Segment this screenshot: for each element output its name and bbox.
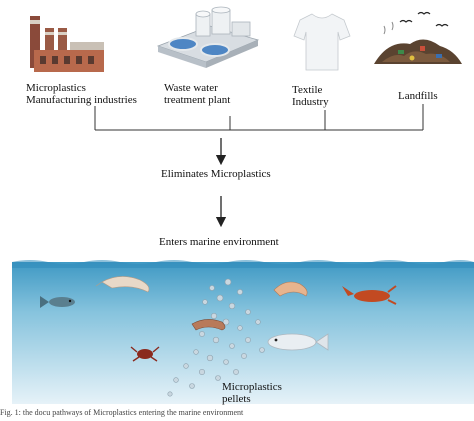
source-label-textile-line1: Textile — [292, 84, 323, 96]
treatment-plant-icon — [156, 6, 260, 68]
ocean — [12, 262, 474, 404]
shrimp-top-icon — [95, 276, 150, 293]
source-label-textile: Textile Industry — [292, 84, 329, 108]
shrimp-right-icon — [273, 281, 308, 297]
source-label-treatment-line1: Waste water — [164, 82, 218, 94]
source-label-manufacturing-line1: Microplastics — [26, 82, 86, 94]
source-label-manufacturing: Microplastics Manufacturing industries — [26, 82, 137, 106]
flow-step-eliminates: Eliminates Microplastics — [161, 168, 271, 180]
source-label-landfills: Landfills — [398, 90, 438, 102]
factory-icon — [30, 16, 104, 72]
crab-icon — [130, 346, 160, 362]
lobster-icon — [342, 285, 397, 305]
figure-caption: Fig. 1: the docu pathways of Microplasti… — [0, 408, 244, 417]
source-label-manufacturing-line2: Manufacturing industries — [26, 94, 137, 106]
tshirt-icon — [293, 13, 351, 71]
flow-step-enters-marine: Enters marine environment — [159, 236, 279, 248]
pellets-label: Microplastics pellets — [222, 381, 282, 405]
source-label-treatment: Waste water treatment plant — [164, 82, 230, 106]
fish-left-icon — [40, 296, 75, 308]
fish-right-icon — [267, 333, 329, 351]
source-label-landfills-line1: Landfills — [398, 90, 438, 102]
shrimp-middle-icon — [191, 319, 226, 331]
collector-lines — [94, 104, 424, 131]
source-label-textile-line2: Industry — [292, 96, 329, 108]
pellets-label-line2: pellets — [222, 393, 251, 405]
wave-surface — [12, 260, 474, 268]
pellets-label-line1: Microplastics — [222, 381, 282, 393]
landfill-icon — [374, 11, 462, 64]
microplastic-pellets — [167, 278, 265, 397]
source-label-treatment-line2: treatment plant — [164, 94, 231, 106]
